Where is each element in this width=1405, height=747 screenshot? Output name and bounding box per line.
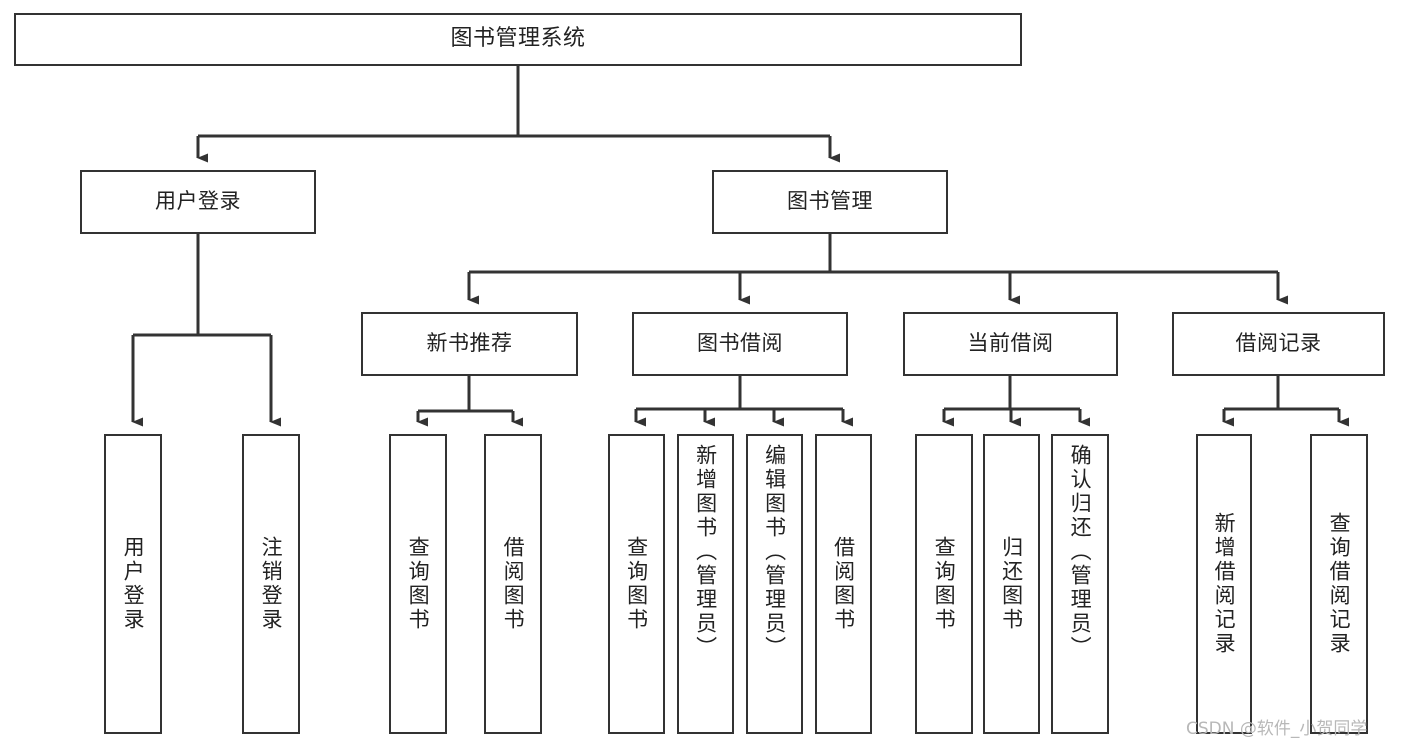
node-new-book-recommend-label: 新书推荐: [426, 331, 513, 356]
node-root[interactable]: 图书管理系统: [14, 13, 1022, 66]
node-leaf-edit-book[interactable]: 编辑图书（管理员）: [746, 434, 803, 734]
node-leaf-borrow-book-2[interactable]: 借阅图书: [815, 434, 872, 734]
node-leaf-query-book-2[interactable]: 查询图书: [608, 434, 665, 734]
node-book-borrow[interactable]: 图书借阅: [632, 312, 848, 376]
node-leaf-add-record-label: 新增借阅记录: [1212, 512, 1237, 656]
node-book-manage-label: 图书管理: [787, 189, 873, 214]
node-leaf-confirm-return[interactable]: 确认归还（管理员）: [1051, 434, 1109, 734]
node-leaf-query-book-3[interactable]: 查询图书: [915, 434, 973, 734]
node-book-manage[interactable]: 图书管理: [712, 170, 948, 234]
node-current-borrow-label: 当前借阅: [967, 331, 1054, 356]
node-leaf-query-book-1[interactable]: 查询图书: [389, 434, 447, 734]
node-leaf-add-record[interactable]: 新增借阅记录: [1196, 434, 1252, 734]
node-leaf-edit-book-label: 编辑图书（管理员）: [762, 444, 787, 660]
node-leaf-query-book-1-label: 查询图书: [406, 536, 431, 632]
node-leaf-borrow-book-2-label: 借阅图书: [831, 536, 856, 632]
node-user-login-label: 用户登录: [155, 189, 241, 214]
node-leaf-add-book-label: 新增图书（管理员）: [693, 444, 718, 660]
node-leaf-user-logout-label: 注销登录: [259, 536, 284, 632]
node-leaf-query-record-label: 查询借阅记录: [1327, 512, 1352, 656]
node-leaf-user-logout[interactable]: 注销登录: [242, 434, 300, 734]
node-leaf-user-login[interactable]: 用户登录: [104, 434, 162, 734]
node-leaf-add-book[interactable]: 新增图书（管理员）: [677, 434, 734, 734]
node-leaf-confirm-return-label: 确认归还（管理员）: [1068, 444, 1093, 660]
node-leaf-query-record[interactable]: 查询借阅记录: [1310, 434, 1368, 734]
node-leaf-user-login-label: 用户登录: [121, 536, 146, 632]
node-leaf-return-book-label: 归还图书: [999, 536, 1024, 632]
node-leaf-borrow-book-1-label: 借阅图书: [501, 536, 526, 632]
node-leaf-query-book-2-label: 查询图书: [624, 536, 649, 632]
node-borrow-record[interactable]: 借阅记录: [1172, 312, 1385, 376]
node-leaf-borrow-book-1[interactable]: 借阅图书: [484, 434, 542, 734]
node-user-login[interactable]: 用户登录: [80, 170, 316, 234]
node-root-label: 图书管理系统: [450, 26, 586, 52]
node-borrow-record-label: 借阅记录: [1235, 331, 1322, 356]
node-leaf-query-book-3-label: 查询图书: [932, 536, 957, 632]
node-current-borrow[interactable]: 当前借阅: [903, 312, 1118, 376]
watermark: CSDN @软件_小贺同学: [1186, 719, 1368, 739]
node-leaf-return-book[interactable]: 归还图书: [983, 434, 1040, 734]
node-book-borrow-label: 图书借阅: [697, 331, 783, 356]
node-new-book-recommend[interactable]: 新书推荐: [361, 312, 578, 376]
